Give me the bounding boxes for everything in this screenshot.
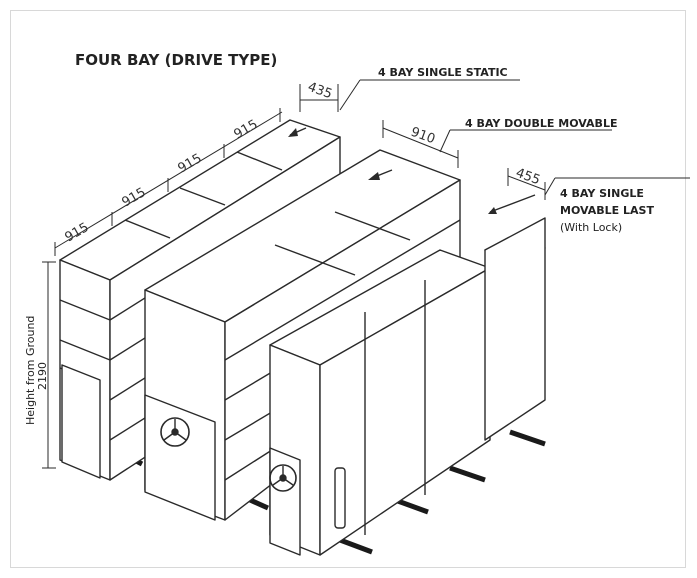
bay-width-2: 915 <box>120 185 149 210</box>
callout-last-line1: 4 BAY SINGLE <box>560 187 644 200</box>
height-dimension-line <box>42 261 56 469</box>
callout-static: 4 BAY SINGLE STATIC <box>378 66 508 79</box>
double-depth-label: 910 <box>409 125 437 148</box>
bay-width-3: 915 <box>176 151 205 176</box>
bay-width-4: 915 <box>232 117 261 142</box>
callout-leaders <box>339 79 690 196</box>
callout-last-line3: (With Lock) <box>560 221 622 234</box>
single-movable-last-unit <box>334 194 546 529</box>
callout-last-line2: MOVABLE LAST <box>560 204 654 217</box>
static-depth-label: 435 <box>306 80 334 103</box>
double-movable-unit-2 <box>269 249 491 556</box>
height-label: Height from Ground <box>24 316 37 425</box>
callout-double: 4 BAY DOUBLE MOVABLE <box>465 117 617 130</box>
depth-dimension-lines <box>299 84 546 200</box>
bay-width-dimension-line <box>54 108 283 256</box>
height-value: 2190 <box>36 362 49 390</box>
bay-width-1: 915 <box>63 220 92 245</box>
last-depth-label: 455 <box>514 166 542 189</box>
diagram-title: FOUR BAY (DRIVE TYPE) <box>75 51 277 69</box>
